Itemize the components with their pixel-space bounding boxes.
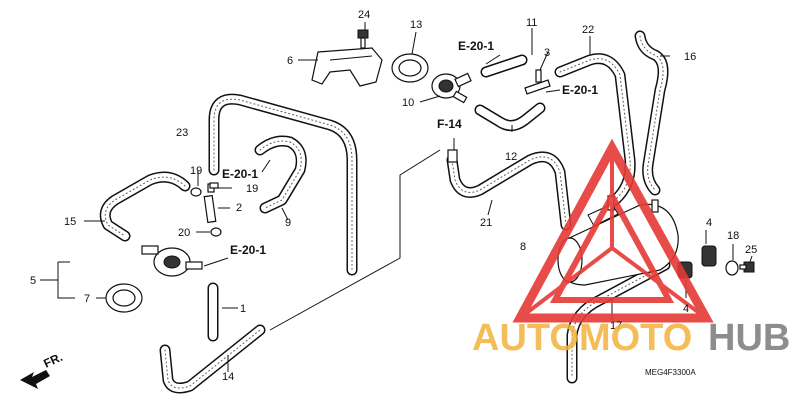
label-p17: 17 [610,320,622,332]
bolt-25 [739,261,755,273]
watermark-left: AUTOMOTO [472,317,692,359]
label-p10: 10 [402,97,414,109]
label-p13: 13 [410,19,422,31]
label-p22: 22 [582,24,594,36]
valve-5 [141,245,203,277]
collar-18 [725,260,739,276]
front-label: FR. [41,350,64,371]
label-p12: 12 [505,151,517,163]
band-7 [105,283,143,313]
joint-3 [524,69,551,95]
watermark-right: HUB [708,317,790,359]
label-p24: 24 [358,9,370,21]
label-p19b: 19 [246,183,258,195]
diagram-code: MEG4F3300A [645,368,696,377]
ref-e201-b: E-20-1 [562,83,598,97]
hose-22 [554,53,636,206]
ref-e201-c: E-20-1 [222,167,258,181]
label-p2: 2 [236,202,242,214]
label-p4b: 4 [683,303,689,315]
hose-end-21 [447,149,458,163]
hose-12 [474,102,546,131]
clip-19a [190,187,202,197]
hose-14 [159,324,266,394]
label-p6: 6 [287,55,293,67]
label-p4a: 4 [706,217,712,229]
band-13 [391,53,429,83]
clip-20 [210,227,222,237]
label-p21: 21 [480,217,492,229]
valve-10 [431,72,472,104]
label-p23: 23 [176,127,188,139]
label-p15: 15 [64,216,76,228]
watermark-triangle [512,138,714,323]
hose-23 [208,93,358,276]
hose-11 [480,54,528,78]
ref-e201-d: E-20-1 [230,243,266,257]
label-p1: 1 [240,303,246,315]
label-p11: 11 [526,17,537,29]
label-p14: 14 [222,371,234,383]
joint-2 [203,183,217,224]
part-number-labels: 1 2 3 4 4 5 6 7 8 9 10 11 12 13 14 15 16… [30,9,757,383]
hose-15 [99,171,191,242]
ref-f14: F-14 [437,117,462,131]
label-p5: 5 [30,275,36,287]
label-p9: 9 [285,217,291,229]
ref-e201-a: E-20-1 [458,39,494,53]
label-p8: 8 [520,241,526,253]
reference-labels: E-20-1 E-20-1 E-20-1 E-20-1 F-14 [222,39,598,257]
leader-lines [40,22,753,372]
hose-9 [254,135,307,214]
label-p18: 18 [727,230,739,242]
hose-21 [446,151,572,231]
label-p25: 25 [745,244,757,256]
label-p19a: 19 [190,165,202,177]
label-p3: 3 [544,47,550,59]
grommet-4a [701,245,717,267]
bolt-24 [357,29,369,49]
label-p7: 7 [84,293,90,305]
watermark-text: AUTOMOTO HUB [472,317,790,359]
hose-16 [634,30,669,196]
label-p20: 20 [178,227,190,239]
label-p16: 16 [684,51,696,63]
reference-arrows [203,54,561,267]
clip-19b [209,182,219,189]
front-arrow-icon [20,370,50,389]
clamp-6 [311,47,383,87]
